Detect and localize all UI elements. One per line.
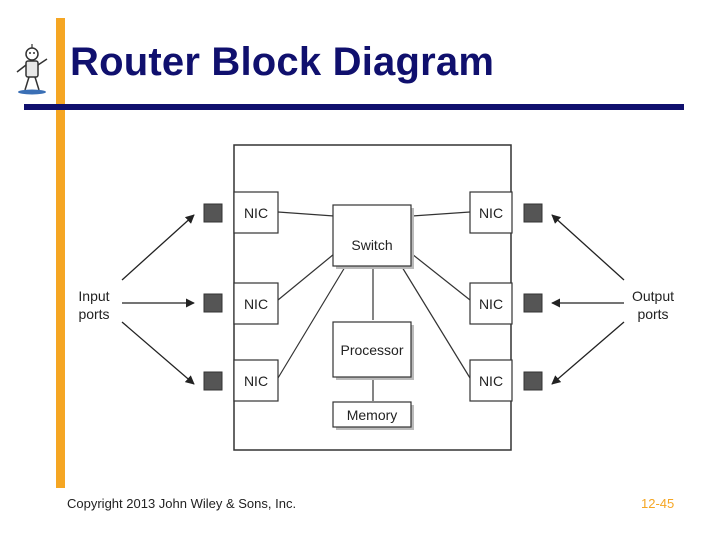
input-port-2 bbox=[203, 293, 223, 313]
input-arrows bbox=[121, 214, 195, 385]
nic-label: NIC bbox=[479, 205, 503, 221]
title-rule bbox=[24, 104, 684, 110]
internal-links bbox=[277, 211, 471, 401]
nic-label: NIC bbox=[479, 373, 503, 389]
figure-mascot-icon bbox=[16, 44, 48, 95]
nic-label: NIC bbox=[244, 205, 268, 221]
output-ports-label-line1: Output bbox=[632, 288, 674, 304]
output-arrows bbox=[551, 214, 625, 385]
nic-label: NIC bbox=[244, 296, 268, 312]
nic-label: NIC bbox=[479, 296, 503, 312]
output-port-3 bbox=[523, 371, 543, 391]
memory-block: Memory bbox=[332, 401, 414, 430]
nic-label: NIC bbox=[244, 373, 268, 389]
processor-label: Processor bbox=[340, 342, 403, 358]
processor-block: Processor bbox=[332, 321, 414, 380]
output-nic-3: NIC bbox=[469, 359, 513, 402]
switch-block: Switch bbox=[332, 204, 414, 269]
input-nic-1: NIC bbox=[233, 191, 279, 234]
memory-label: Memory bbox=[347, 407, 398, 423]
input-port-1 bbox=[203, 203, 223, 223]
output-nic-1: NIC bbox=[469, 191, 513, 234]
page-number: 12-45 bbox=[641, 496, 675, 511]
input-nic-3: NIC bbox=[233, 359, 279, 402]
page-title: Router Block Diagram bbox=[70, 40, 495, 84]
output-port-2 bbox=[523, 293, 543, 313]
output-nic-2: NIC bbox=[469, 282, 513, 325]
input-port-3 bbox=[203, 371, 223, 391]
input-ports-label-line1: Input bbox=[78, 288, 109, 304]
output-ports-label-line2: ports bbox=[637, 306, 668, 322]
switch-label: Switch bbox=[351, 237, 392, 253]
input-nic-2: NIC bbox=[233, 282, 279, 325]
accent-bar bbox=[56, 18, 65, 488]
router-block-diagram: NIC NIC NIC NIC NIC NIC Switch bbox=[78, 144, 674, 451]
copyright-footer: Copyright 2013 John Wiley & Sons, Inc. bbox=[67, 496, 297, 511]
output-port-1 bbox=[523, 203, 543, 223]
input-ports-label-line2: ports bbox=[78, 306, 109, 322]
